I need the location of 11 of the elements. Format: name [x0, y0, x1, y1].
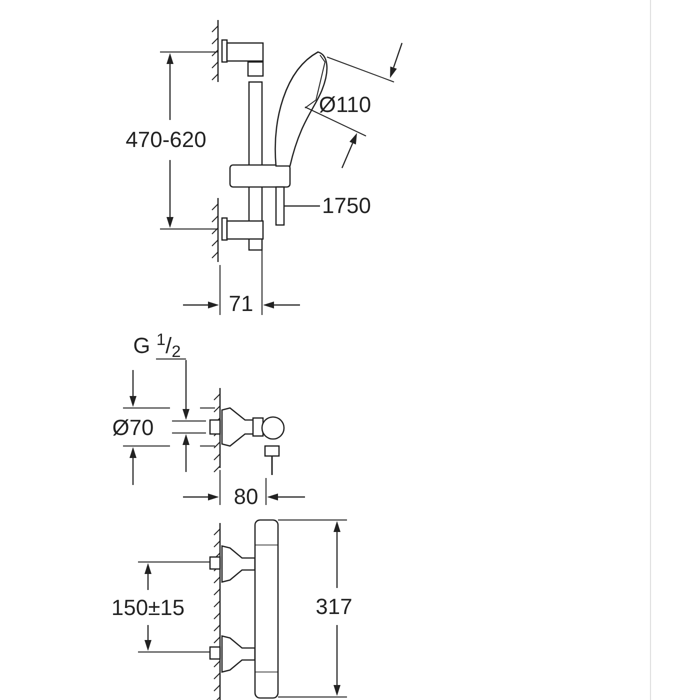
dimension-text: 71: [228, 291, 254, 317]
dimension-text: 470-620: [124, 127, 208, 153]
dimension-text: Ø70: [111, 415, 155, 441]
dimension-text: 80: [232, 484, 260, 510]
dimension-text: Ø110: [318, 92, 372, 118]
dimension-text: G $^{1}$/$_{2}$: [132, 333, 182, 359]
shower-hose: [275, 186, 285, 226]
leader-line: [284, 205, 320, 207]
dimension-text: 1750: [322, 193, 371, 219]
dimension-text: 317: [314, 594, 354, 620]
dimension-text: 150±15: [110, 595, 186, 621]
